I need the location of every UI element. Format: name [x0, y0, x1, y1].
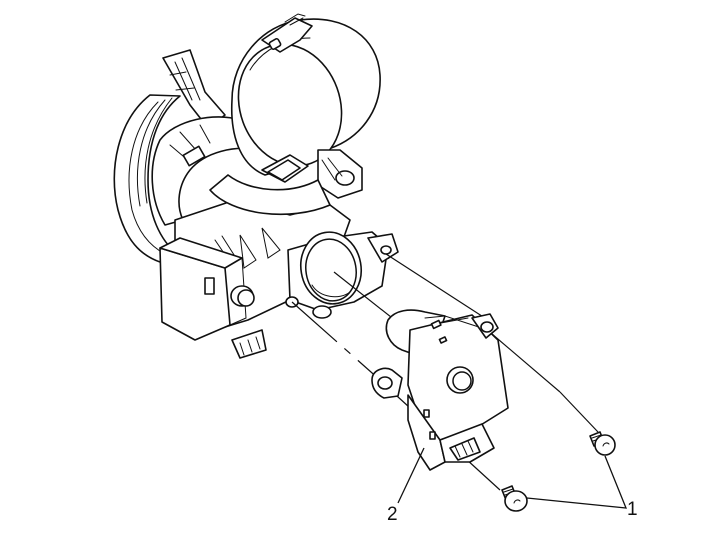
lock-housing	[113, 49, 399, 359]
screw-lower	[501, 485, 528, 512]
leader-lines	[397, 447, 628, 509]
screw-upper	[589, 431, 616, 456]
column-clamp-ring	[209, 13, 381, 216]
leader-2	[397, 447, 425, 504]
leader-1	[526, 455, 628, 509]
callout-label-2: 2	[387, 504, 398, 525]
ignition-switch-module	[371, 309, 509, 471]
callout-label-1: 1	[627, 499, 638, 520]
